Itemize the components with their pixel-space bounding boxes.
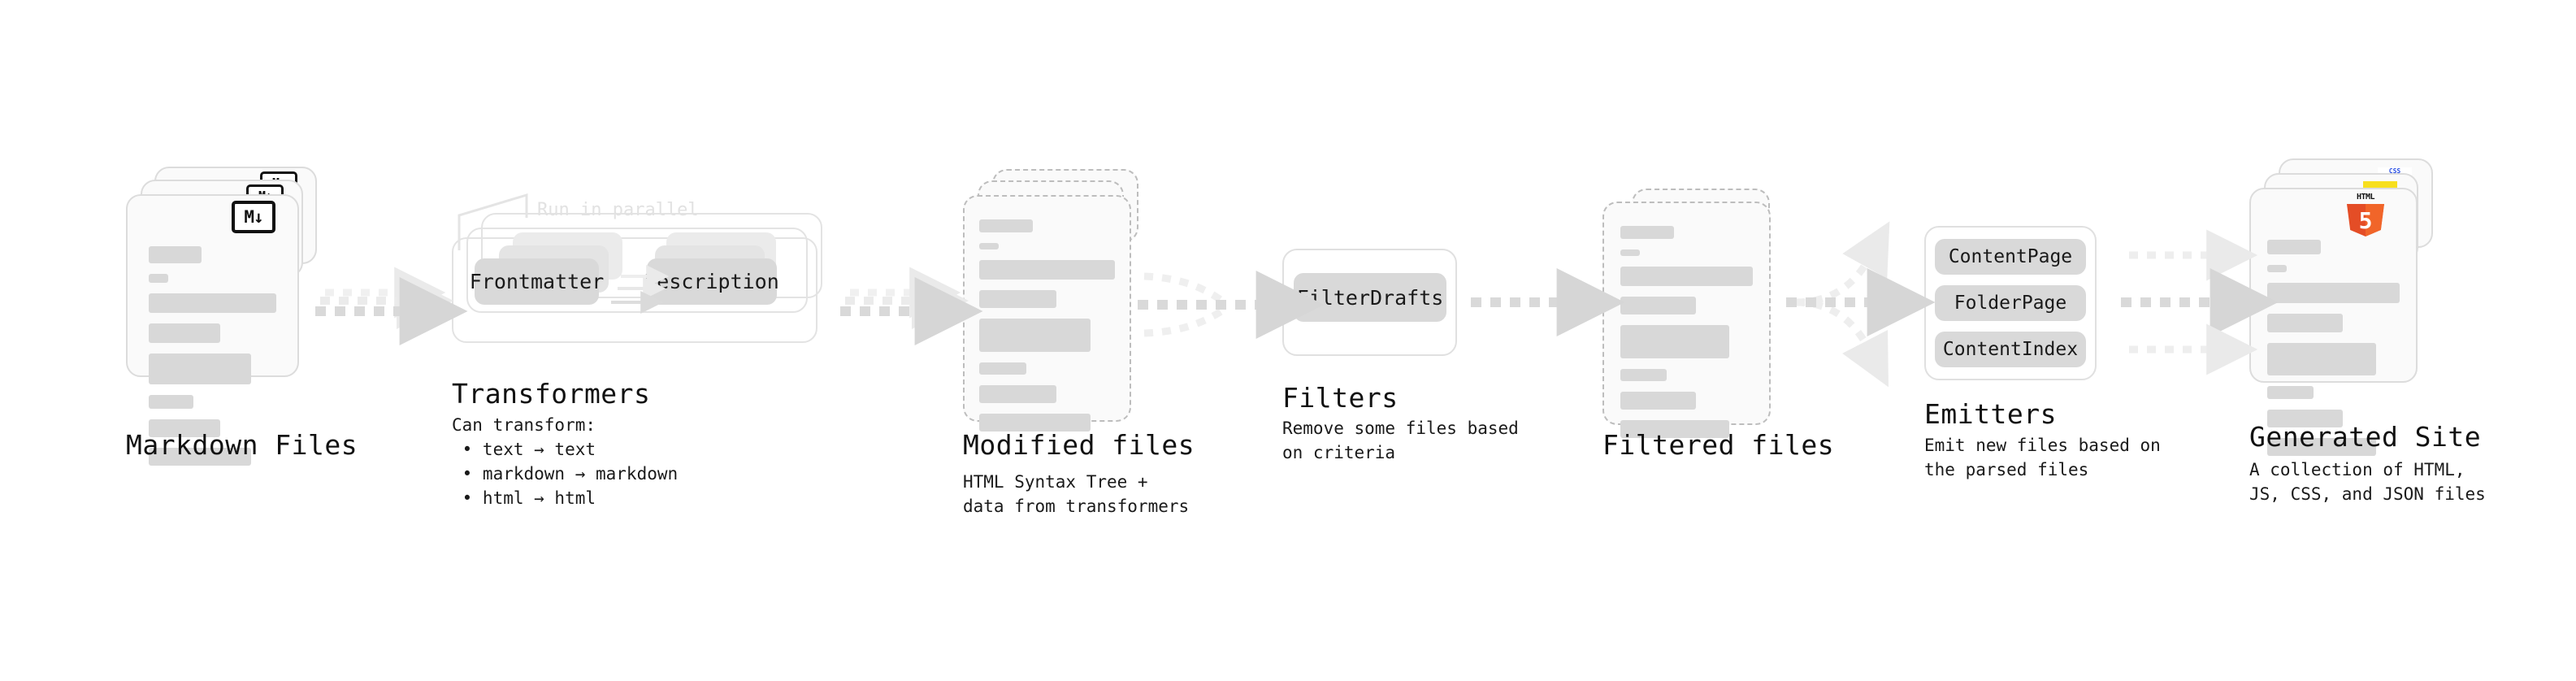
content-bar [149, 293, 276, 313]
content-bar [1620, 392, 1696, 410]
content-bar [1620, 267, 1753, 286]
stage-title-transformers: Transformers [452, 378, 651, 410]
chip-contentpage[interactable]: ContentPage [1935, 239, 2086, 275]
chip-contentindex[interactable]: ContentIndex [1935, 332, 2086, 367]
content-bar [979, 319, 1091, 352]
content-bar [149, 246, 202, 263]
content-bar [2267, 410, 2343, 427]
html5-badge: HTML 5 [2347, 193, 2384, 236]
content-bar [149, 274, 168, 283]
arrow-emitters-to-generated-site [2121, 229, 2279, 375]
markdown-file-bars [149, 246, 276, 476]
chip-folderpage[interactable]: FolderPage [1935, 285, 2086, 321]
chip-contentindex-label: ContentIndex [1942, 339, 2079, 360]
content-bar [1620, 325, 1729, 358]
stage-subtitle-filters: Remove some files based on criteria [1282, 419, 1519, 462]
stage-title-filtered-files: Filtered files [1602, 429, 1835, 461]
transformer-layer-mid [466, 228, 808, 313]
content-bar [979, 260, 1115, 280]
chip-contentpage-label: ContentPage [1948, 246, 2073, 267]
chip-frontmatter[interactable]: Frontmatter [470, 258, 604, 305]
content-bar [979, 385, 1057, 403]
stage-subtitle-modified-files: HTML Syntax Tree + data from transformer… [963, 472, 1190, 516]
arrow-modified-files-to-filters [1138, 271, 1325, 339]
content-bar [979, 219, 1033, 232]
content-bar [1620, 420, 1729, 438]
content-bar [2267, 283, 2400, 303]
stage-title-generated-site: Generated Site [2249, 421, 2482, 453]
content-bar [2267, 438, 2376, 456]
chip-frontmatter-label: Frontmatter [469, 270, 605, 293]
stage-title-modified-files: Modified files [963, 429, 1195, 461]
content-bar [149, 354, 251, 384]
content-bar [979, 243, 999, 249]
stage-title-markdown-files: Markdown Files [126, 429, 358, 461]
css-badge-label: CSS [2388, 167, 2401, 175]
content-bar [2267, 386, 2314, 399]
chip-description-label: Description [644, 270, 779, 293]
markdown-badge-front: M↓ [232, 201, 275, 233]
generated-sheet-front [2249, 188, 2418, 456]
stage-subtitle-emitters: Emit new files based on the parsed files [1924, 436, 2161, 479]
content-bar [149, 395, 193, 409]
stage-title-emitters: Emitters [1924, 398, 2057, 430]
content-bar [1620, 369, 1667, 381]
content-bar [1620, 226, 1674, 239]
modified-file-bars [979, 219, 1115, 442]
filtered-file-sheet-front [1602, 202, 1771, 438]
chip-filterdrafts-label: FilterDrafts [1296, 285, 1444, 310]
content-bar [1620, 297, 1696, 314]
html5-badge-number: 5 [2358, 207, 2373, 234]
arrow-markdown-to-transformers [315, 267, 468, 345]
generated-site-stack: CSS HTML 5 [2249, 158, 2433, 456]
generated-site-bars [2267, 240, 2400, 466]
content-bar [2267, 265, 2287, 272]
chip-description[interactable]: Description [644, 258, 779, 305]
content-bar [149, 419, 220, 437]
stage-subtitle-generated-site: A collection of HTML, JS, CSS, and JSON … [2249, 460, 2486, 504]
content-bar [979, 362, 1027, 375]
content-bar [2267, 240, 2321, 254]
html5-badge-top-label: HTML [2356, 193, 2375, 202]
content-bar [149, 448, 251, 466]
chip-folderpage-label: FolderPage [1954, 293, 2067, 314]
stage-title-filters: Filters [1282, 382, 1399, 414]
arrow-filtered-files-to-emitters [1786, 221, 1936, 388]
arrow-transformers-to-modified-files [840, 267, 983, 345]
run-in-parallel-note: Run in parallel [537, 200, 699, 220]
content-bar [979, 414, 1091, 432]
html5-shield-shape [2347, 204, 2384, 236]
chip-filterdrafts[interactable]: FilterDrafts [1294, 273, 1446, 322]
content-bar [2267, 343, 2376, 375]
content-bar [2267, 314, 2343, 332]
content-bar [1620, 249, 1640, 256]
modified-file-sheet-front [963, 195, 1131, 432]
stage-subtitle-transformers: Can transform: • text → text • markdown … [452, 415, 679, 508]
filtered-file-bars [1620, 226, 1753, 449]
content-bar [979, 290, 1057, 308]
content-bar [149, 323, 220, 343]
